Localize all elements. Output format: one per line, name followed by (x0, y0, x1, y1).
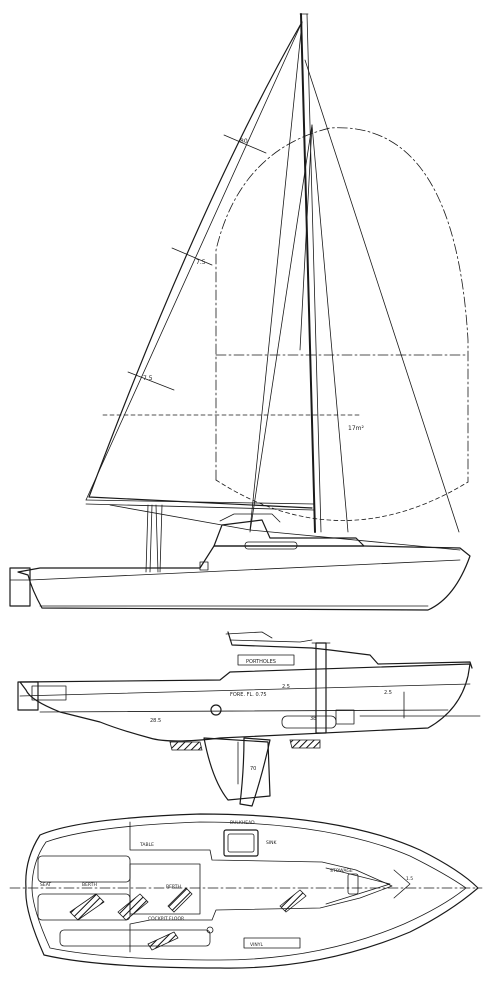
batten-label-top: 80 (240, 138, 248, 145)
spinnaker: 17m² (102, 127, 469, 521)
interior-label-4: 38 (310, 716, 316, 722)
ballast (169, 741, 203, 751)
pushpit (145, 504, 163, 573)
plan-label-2: BERTH (82, 882, 97, 888)
v-berth (325, 867, 391, 905)
hull-profile (9, 545, 471, 611)
battens: 80 7.5 7.5 (127, 134, 267, 391)
sail-plan-profile: 80 7.5 7.5 17m² (9, 13, 471, 611)
plan-label-4: BERTH (166, 884, 181, 890)
tank (281, 715, 337, 729)
mainsail (85, 21, 315, 511)
plan-label-10: 1.5 (406, 876, 413, 882)
plan-label-8: STOWAGE (330, 868, 353, 874)
batten-label-bottom: 7.5 (143, 375, 153, 382)
interior-label-6: 28.5 (150, 718, 161, 724)
interior-label-3: 2.5 (384, 690, 392, 696)
hull-section (19, 663, 471, 742)
porthole (237, 654, 295, 666)
plan-label-6: TABLE (139, 842, 154, 848)
centerboard (239, 737, 271, 807)
plan-label-1: SEAT (40, 882, 51, 888)
spinnaker-area-label: 17m² (348, 425, 364, 432)
cabin-trunk (213, 513, 365, 550)
porthole-label: PORTHOLES (246, 659, 276, 665)
plan-label-7: VINYL (250, 942, 264, 948)
plan-label-9: BULKHEAD (230, 820, 255, 826)
galley (243, 937, 301, 949)
winch (210, 704, 222, 716)
interior-label-1: 2.5 (282, 684, 290, 690)
plan-label-3: SINK (266, 840, 278, 846)
headsail (109, 21, 461, 551)
berth-plan (59, 929, 211, 947)
cabin-outline (129, 821, 393, 953)
interior-profile: PORTHOLES 2.5 FORE. FL. 0.75 2.5 38 70 2… (17, 631, 481, 807)
batten-label-middle: 7.5 (196, 259, 206, 266)
cockpit-seat-port (37, 855, 131, 883)
interior-plan: SEAT BERTH SINK BERTH COCKPIT FLOOR TABL… (9, 813, 483, 969)
hatch (223, 829, 259, 857)
interior-label-5: 70 (250, 766, 256, 772)
table (129, 863, 201, 915)
interior-label-2: FORE. FL. 0.75 (230, 692, 267, 698)
plan-label-5: COCKPIT FLOOR (148, 916, 184, 922)
keel (203, 737, 271, 801)
hull-plan-outline (25, 813, 479, 969)
rigging (85, 21, 460, 533)
cabin-top (227, 631, 473, 669)
cushion-mark (69, 893, 105, 921)
mast (299, 13, 322, 533)
